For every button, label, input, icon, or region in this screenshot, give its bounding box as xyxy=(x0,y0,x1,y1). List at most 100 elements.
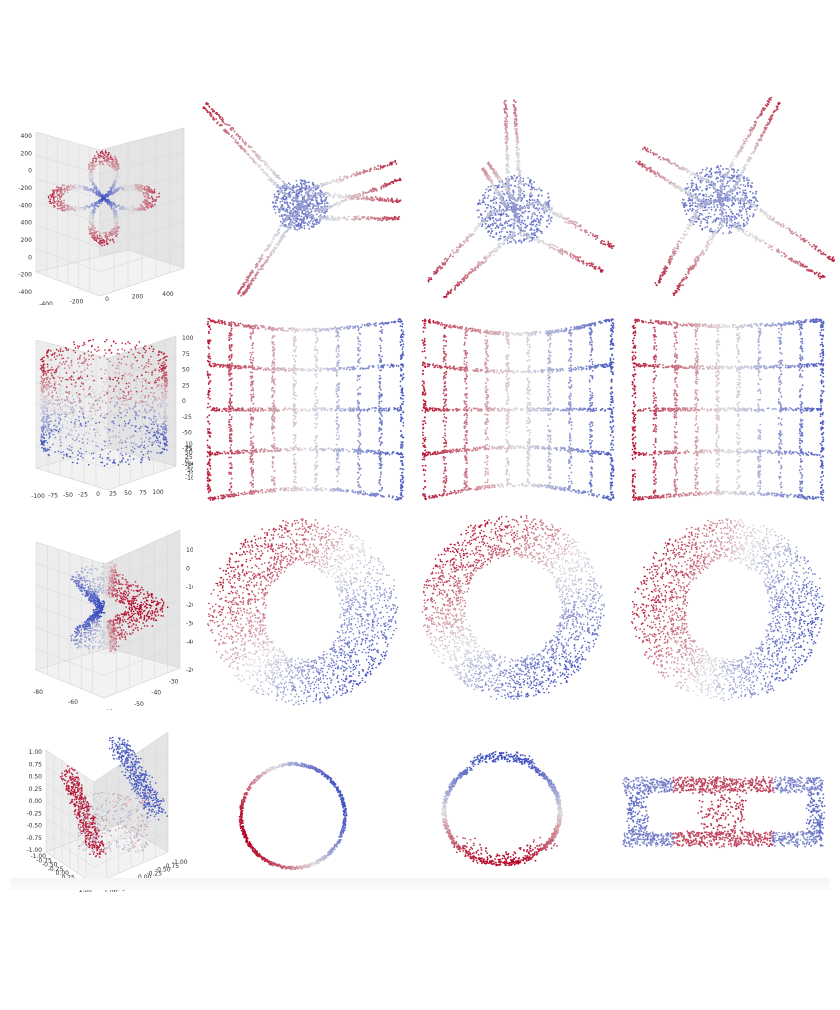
data-point xyxy=(112,229,115,231)
data-point xyxy=(517,157,520,160)
data-point xyxy=(274,235,277,238)
data-point xyxy=(289,219,292,221)
data-point xyxy=(319,208,321,210)
data-point xyxy=(506,164,508,167)
tick-label: 200 xyxy=(21,150,33,157)
data-point xyxy=(259,165,262,167)
data-point xyxy=(567,217,570,220)
data-point xyxy=(489,188,491,191)
data-point xyxy=(495,220,498,222)
data-point xyxy=(530,185,533,188)
data-point xyxy=(153,191,156,193)
data-point xyxy=(261,268,264,270)
data-point xyxy=(88,177,90,180)
data-point xyxy=(462,240,465,243)
data-point xyxy=(249,283,252,286)
data-point xyxy=(91,234,93,237)
data-point xyxy=(284,183,287,186)
data-point xyxy=(528,233,531,236)
data-point xyxy=(523,194,526,197)
data-point xyxy=(130,208,133,211)
data-point xyxy=(315,205,317,207)
data-point xyxy=(141,204,144,207)
data-point xyxy=(259,159,262,162)
data-point xyxy=(513,215,516,218)
data-point xyxy=(299,217,302,220)
data-point xyxy=(598,266,601,269)
data-point xyxy=(390,162,393,165)
data-point xyxy=(517,233,520,235)
data-point xyxy=(310,194,313,197)
data-point xyxy=(535,220,537,222)
data-point xyxy=(566,253,569,255)
data-point xyxy=(101,150,103,153)
data-point xyxy=(112,163,114,165)
data-point xyxy=(323,195,325,197)
data-point xyxy=(115,169,117,171)
data-point xyxy=(289,183,291,186)
data-point xyxy=(322,211,325,214)
data-point xyxy=(113,159,115,161)
data-point xyxy=(234,141,237,144)
data-point xyxy=(556,246,559,249)
data-point xyxy=(96,234,98,237)
data-point xyxy=(433,273,435,275)
data-point xyxy=(311,198,313,200)
data-point xyxy=(546,206,549,209)
data-point xyxy=(490,199,493,202)
data-point xyxy=(517,175,520,178)
data-point xyxy=(60,195,63,197)
data-point xyxy=(116,160,118,162)
data-point xyxy=(266,167,268,170)
data-point xyxy=(517,167,520,169)
data-point xyxy=(483,219,486,222)
data-point xyxy=(525,183,527,185)
data-point xyxy=(282,207,285,210)
data-point xyxy=(499,206,501,209)
data-point xyxy=(318,215,321,217)
data-point xyxy=(549,244,551,247)
data-point xyxy=(314,194,317,197)
data-point xyxy=(292,184,295,187)
data-point xyxy=(501,213,504,216)
data-point xyxy=(527,215,529,218)
data-point xyxy=(501,224,504,227)
data-point xyxy=(343,200,345,203)
data-point xyxy=(72,208,74,211)
data-point xyxy=(147,194,150,197)
data-point xyxy=(218,114,220,117)
data-point xyxy=(113,187,115,189)
data-point xyxy=(463,278,466,281)
data-point xyxy=(549,246,552,249)
data-point xyxy=(291,199,293,201)
data-point xyxy=(560,214,563,217)
data-point xyxy=(228,124,231,127)
data-point xyxy=(47,197,50,199)
data-point xyxy=(279,210,281,212)
data-point xyxy=(505,108,508,111)
data-point xyxy=(362,198,365,200)
data-point xyxy=(519,223,522,226)
data-point xyxy=(100,151,102,153)
data-point xyxy=(547,201,550,204)
data-point xyxy=(498,209,501,212)
data-point xyxy=(73,209,76,212)
data-point xyxy=(492,217,495,219)
data-point xyxy=(331,195,334,198)
data-point xyxy=(243,283,246,286)
data-point xyxy=(495,209,498,212)
data-point xyxy=(516,123,518,126)
data-point xyxy=(485,258,488,261)
data-point xyxy=(281,207,283,210)
data-point xyxy=(263,172,266,174)
data-point xyxy=(338,177,341,180)
data-point xyxy=(433,270,435,273)
data-point xyxy=(500,186,503,189)
data-point xyxy=(536,207,538,210)
data-point xyxy=(290,209,292,212)
tick-label: 0 xyxy=(28,168,32,175)
data-point xyxy=(516,151,518,154)
data-point xyxy=(478,263,481,266)
data-point xyxy=(370,197,373,200)
data-point xyxy=(506,155,508,158)
